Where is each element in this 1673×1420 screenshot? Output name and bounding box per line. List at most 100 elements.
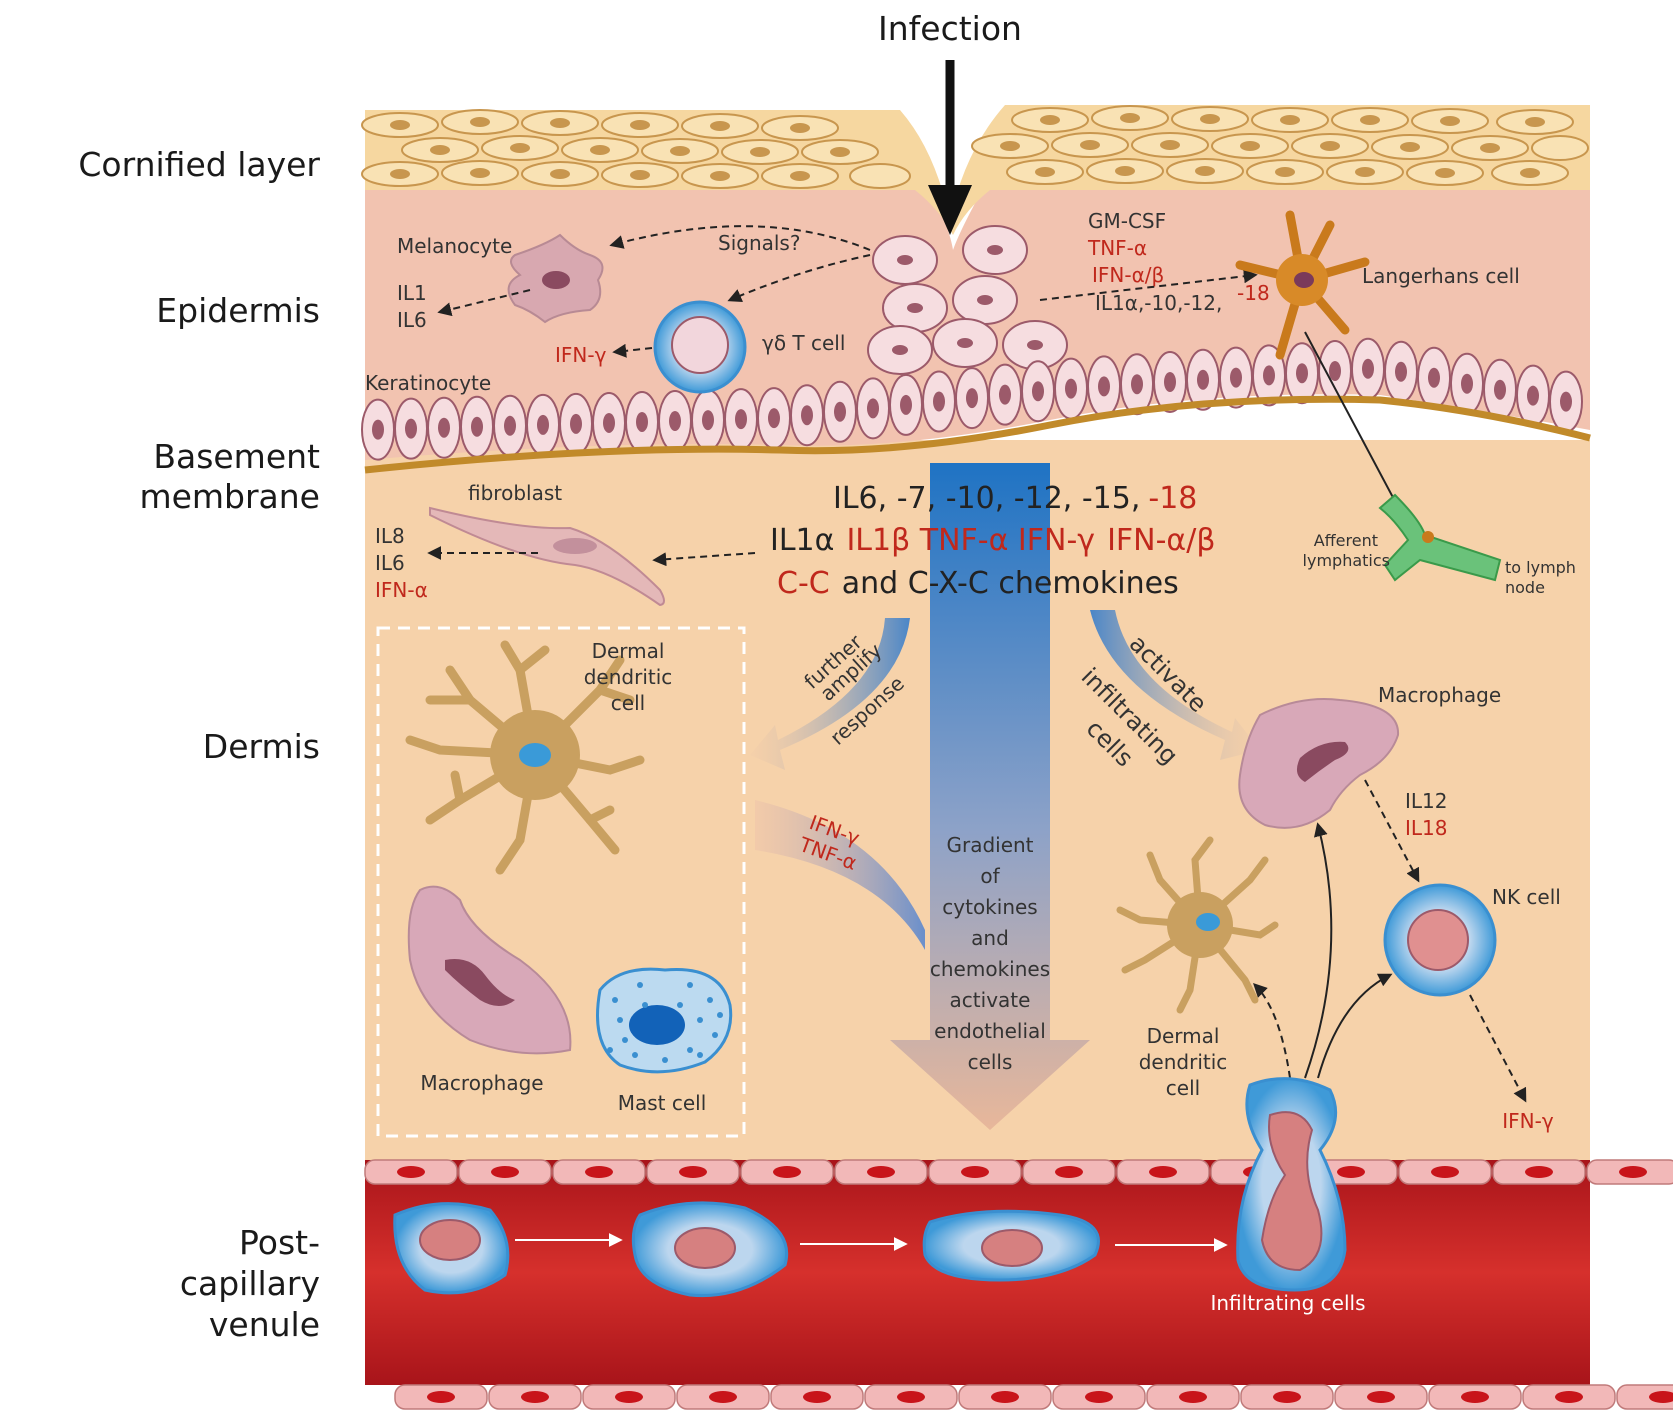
langerhans-to-lymphatic-arrow [1304, 331, 1407, 523]
lymphatic-dc [1422, 531, 1434, 543]
basal-keratinocyte-row [361, 337, 1583, 461]
mel-il6: IL6 [397, 308, 427, 332]
melanocyte-nucleus [542, 271, 570, 289]
keratinocyte-cluster-nuclei [892, 245, 1043, 355]
ddc-left-label-2: dendritic [584, 665, 673, 689]
mast-cell-granules [607, 982, 723, 1063]
keratinocyte-label: Keratinocyte [365, 371, 491, 395]
gd-t-cell-nucleus [671, 316, 729, 374]
nk-ifn-gamma: IFN-γ [1502, 1109, 1554, 1133]
afferent-lymphatic-vessel [1378, 493, 1502, 582]
signals-label: Signals? [718, 231, 800, 255]
transmigrating-leukocyte [1236, 1077, 1347, 1292]
leukocyte-1 [393, 1202, 510, 1295]
macrophage-left-cell [407, 885, 572, 1055]
ddc-left-label-3: cell [611, 691, 645, 715]
macrophage-left-label: Macrophage [420, 1071, 543, 1095]
endothelium-top [364, 1159, 1673, 1185]
langerhans-cell-nucleus [1294, 272, 1314, 288]
gradient-text: Gradient of cytokines and chemokines activate… [930, 833, 1050, 1074]
macrophage-left-nucleus [445, 959, 515, 1006]
dermal-dendritic-cell-left-nucleus [519, 743, 551, 767]
ddc-right-label-2: dendritic [1139, 1050, 1228, 1074]
lymph-node-label-2: node [1505, 578, 1545, 597]
cornified-nuclei [390, 113, 1545, 181]
leukocyte-2 [631, 1201, 789, 1298]
mast-cell-label: Mast cell [618, 1091, 707, 1115]
gradient-text-line: and [971, 926, 1009, 950]
gradient-text-line: chemokines [930, 957, 1050, 981]
melanocyte-to-il-arrow [437, 289, 531, 317]
fibroblast-cell [429, 506, 665, 607]
activate-infiltrating-arrow [1090, 610, 1260, 760]
keratinocyte-to-langerhans-arrow [1039, 269, 1258, 301]
afferent-label-2: lymphatics [1303, 551, 1390, 570]
gradient-text-line: endothelial [934, 1019, 1046, 1043]
label-basement-2: membrane [139, 477, 320, 516]
macrophage-to-nk-arrow [1364, 779, 1420, 883]
infection-label: Infection [878, 9, 1022, 48]
infection-arrowhead [928, 185, 972, 235]
label-cornified-layer: Cornified layer [78, 145, 320, 184]
lymph-node-label-1: to lymph [1505, 558, 1576, 577]
cytokine-line-1: IL6, -7, -10, -12, -15,-18 [833, 481, 1197, 516]
further-amplify-arrow [750, 618, 910, 770]
infiltrating-cells-label: Infiltrating cells [1210, 1291, 1365, 1315]
fibroblast-nucleus [553, 538, 597, 554]
label-basement-1: Basement [153, 437, 320, 476]
nk-cell-label: NK cell [1492, 885, 1561, 909]
gd-t-cell-label: γδ T cell [762, 331, 845, 355]
lc-tnf-alpha: TNF-α [1087, 236, 1147, 260]
mast-cell-nucleus [629, 1005, 685, 1045]
nk-to-ifn-arrow [1469, 994, 1527, 1103]
mel-il1: IL1 [397, 281, 427, 305]
fib-ifn-alpha: IFN-α [375, 578, 428, 602]
to-fibroblast-arrow [652, 552, 756, 567]
macrophage-right-nucleus [1296, 741, 1349, 782]
endothelium-bottom [394, 1384, 1673, 1410]
il12-label: IL12 [1405, 789, 1448, 813]
label-dermis: Dermis [203, 727, 320, 766]
il18-label: IL18 [1405, 816, 1448, 840]
ddc-right-label-1: Dermal [1147, 1024, 1220, 1048]
ddc-left-label-1: Dermal [592, 639, 665, 663]
resident-cells-box [376, 626, 746, 1138]
fib-il6: IL6 [375, 551, 405, 575]
fibroblast-label: fibroblast [468, 481, 562, 505]
cytokine-gradient-arrow [890, 463, 1090, 1130]
lc-gm-csf: GM-CSF [1088, 209, 1166, 233]
afferent-label-1: Afferent [1314, 531, 1378, 550]
gradient-text-line: of [980, 864, 1000, 888]
gradient-text-line: Gradient [946, 833, 1033, 857]
nk-cell-nucleus [1407, 909, 1469, 971]
label-venule-2: capillary [180, 1264, 320, 1303]
infiltrating-to-nk-arrow [1317, 973, 1393, 1079]
leukocyte-3 [922, 1209, 1100, 1282]
cornified-layer-background [365, 105, 1590, 235]
basement-membrane [364, 395, 1591, 474]
melanocyte-label: Melanocyte [397, 234, 512, 258]
gradient-text-line: cytokines [942, 895, 1037, 919]
gradient-text-line: cells [968, 1050, 1013, 1074]
gradient-text-line: activate [950, 988, 1031, 1012]
label-epidermis: Epidermis [156, 291, 320, 330]
lc-il-list: IL1α,-10,-12, [1095, 291, 1222, 315]
label-venule-1: Post- [239, 1223, 320, 1262]
signals-to-t-cell-arrow [727, 254, 871, 303]
lc-il-18: -18 [1237, 281, 1270, 305]
fib-il8: IL8 [375, 524, 405, 548]
lc-ifn-ab: IFN-α/β [1092, 263, 1164, 287]
signals-to-melanocyte-arrow [609, 225, 871, 251]
t-cell-ifn-gamma: IFN-γ [555, 343, 607, 367]
infiltrating-to-ddc-arrow [1253, 983, 1291, 1079]
ifn-tnf-band [755, 800, 925, 950]
langerhans-label: Langerhans cell [1362, 264, 1520, 288]
infiltrating-to-macrophage-arrow [1304, 822, 1333, 1079]
dermal-dendritic-cell-right-nucleus [1196, 913, 1220, 931]
t-cell-to-ifn-arrow [612, 343, 653, 358]
macrophage-right-label: Macrophage [1378, 683, 1501, 707]
label-venule-3: venule [209, 1305, 320, 1344]
